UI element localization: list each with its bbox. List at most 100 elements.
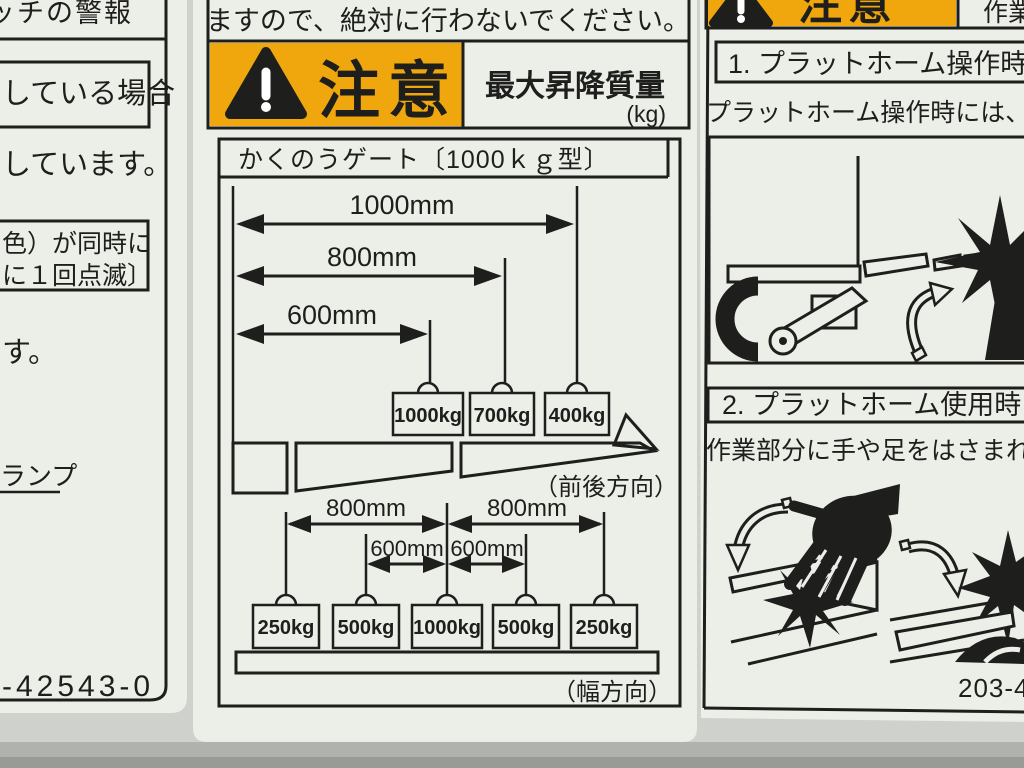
- platform-plate: [894, 610, 1016, 652]
- pinch-burst-icon: [763, 557, 853, 648]
- platform-line: [889, 595, 1024, 622]
- person-silhouette: [985, 240, 1024, 360]
- warning-exclamation-dot: [261, 102, 271, 112]
- dim-600mm-left: 600mm: [370, 536, 443, 561]
- warning-exclamation-dot: [737, 15, 745, 23]
- foot-pinch-illustration: [889, 530, 1024, 664]
- left-box2-line2: に１回点滅〕: [2, 262, 152, 290]
- curved-arrow-head: [941, 568, 968, 599]
- foot-highlight: [983, 646, 1021, 664]
- weight-label: 400kg: [549, 405, 606, 427]
- curved-arrow-tail: [898, 538, 912, 552]
- dim-600mm: 600mm: [287, 300, 377, 330]
- weight-icon-700kg: [468, 391, 536, 437]
- diagram-box: [217, 137, 682, 708]
- right-label-bottom-border: [703, 706, 1024, 714]
- finger: [839, 552, 870, 606]
- dim-1000mm: 1000mm: [349, 190, 454, 220]
- left-line3-text: ランプ: [0, 461, 77, 491]
- platform-top-view: [234, 650, 660, 675]
- arrowhead: [236, 324, 264, 344]
- hand-pinch-illustration: [725, 484, 900, 666]
- banner-right-text: 作業: [983, 0, 1024, 27]
- weight-icon-400kg: [543, 391, 611, 437]
- finger-gap: [817, 555, 843, 598]
- dim-800mm: 800mm: [327, 242, 417, 272]
- liftgate-operation-illustration: [707, 135, 1024, 365]
- center-label: ますので、絶対に行わないでください。 注意 最大昇降質量 (kg) かくのうゲー…: [193, 0, 697, 742]
- left-line1-text: しています。: [2, 149, 172, 181]
- thumb: [788, 500, 828, 520]
- foot-silhouette: [955, 636, 1024, 664]
- weight-label: 1000kg: [394, 405, 462, 427]
- caution-text: 注意: [798, 0, 898, 29]
- weight-icon-1000kg: [391, 391, 465, 437]
- arrowhead: [448, 555, 471, 573]
- arrowhead: [287, 515, 311, 533]
- dim-800mm-left: 800mm: [326, 495, 406, 522]
- right-part-number: 203-42: [958, 673, 1024, 703]
- platform-line: [747, 632, 878, 666]
- left-box2-line1: 色）が同時に: [2, 230, 152, 258]
- weight-label: 1000kg: [413, 617, 481, 639]
- gate-title: かくのうゲート〔1000ｋｇ型〕: [238, 146, 610, 174]
- finger-gap: [800, 549, 828, 588]
- arrowhead: [474, 266, 502, 286]
- dim-800mm-right: 800mm: [487, 495, 567, 522]
- weight-label: 250kg: [258, 617, 315, 639]
- curved-arrow-inner: [735, 505, 789, 551]
- left-line2-text: す。: [2, 337, 57, 369]
- section2-title-box: [706, 386, 1024, 424]
- curved-arrow-head: [725, 543, 751, 574]
- weight-label: 500kg: [338, 617, 395, 639]
- weight-label: 700kg: [474, 405, 531, 427]
- arrowhead: [236, 214, 264, 234]
- truck-wheel: [715, 276, 759, 362]
- capacity-title: 最大昇降質量: [485, 70, 665, 103]
- left-part-number: -42543-0: [2, 670, 154, 703]
- illustration1-box: [707, 135, 1024, 365]
- truck-bed: [726, 264, 862, 284]
- arrowhead: [448, 515, 472, 533]
- left-label: ッチの警報 している場合 しています。 色）が同時に に１回点滅〕 す。 ランプ…: [0, 0, 187, 713]
- arrowhead: [579, 515, 603, 533]
- weight-icon-250kg: [569, 603, 639, 650]
- platform-stowed-section: [231, 441, 289, 495]
- finger: [803, 548, 839, 600]
- center-sticker-paper: [193, 0, 697, 742]
- arrowhead: [422, 515, 446, 533]
- platform-section: [459, 441, 659, 479]
- lower-trim-shadow: [0, 757, 1024, 768]
- arrowhead: [400, 324, 428, 344]
- left-label-border: [0, 0, 168, 702]
- curved-arrow-tail: [910, 345, 928, 363]
- weight-icon-1000kg: [410, 603, 484, 650]
- dim-600mm-right: 600mm: [450, 536, 523, 561]
- arrowhead: [367, 555, 390, 573]
- finger: [821, 552, 855, 608]
- platform-tip: [611, 412, 660, 451]
- left-box1-text: している場合: [2, 77, 175, 110]
- left-box2: [0, 219, 150, 292]
- left-sticker-paper: [0, 0, 187, 713]
- section2-title: 2. プラットホーム使用時: [722, 390, 1021, 420]
- front-rear-direction-label: （前後方向）: [534, 474, 678, 501]
- section1-title-box: [714, 40, 1024, 84]
- weight-label: 500kg: [498, 617, 555, 639]
- width-direction-label: （幅方向）: [552, 679, 672, 706]
- section1-title: 1. プラットホーム操作時: [728, 49, 1024, 79]
- arrowhead: [502, 555, 525, 573]
- section2-body: 作業部分に手や足をはさまれない: [706, 437, 1024, 465]
- width-diagram: 800mm 800mm 600mm 600mm 250kg 500kg: [234, 495, 672, 706]
- right-sticker-paper: [700, 0, 1024, 722]
- weight-icon-500kg: [331, 603, 401, 650]
- arrowhead: [423, 555, 446, 573]
- arrowhead: [546, 214, 574, 234]
- caution-text: 注意: [318, 57, 458, 126]
- weight-icon-500kg: [491, 603, 561, 650]
- finger: [784, 540, 824, 590]
- weight-icon-250kg: [251, 603, 321, 650]
- gate-plate: [862, 252, 930, 278]
